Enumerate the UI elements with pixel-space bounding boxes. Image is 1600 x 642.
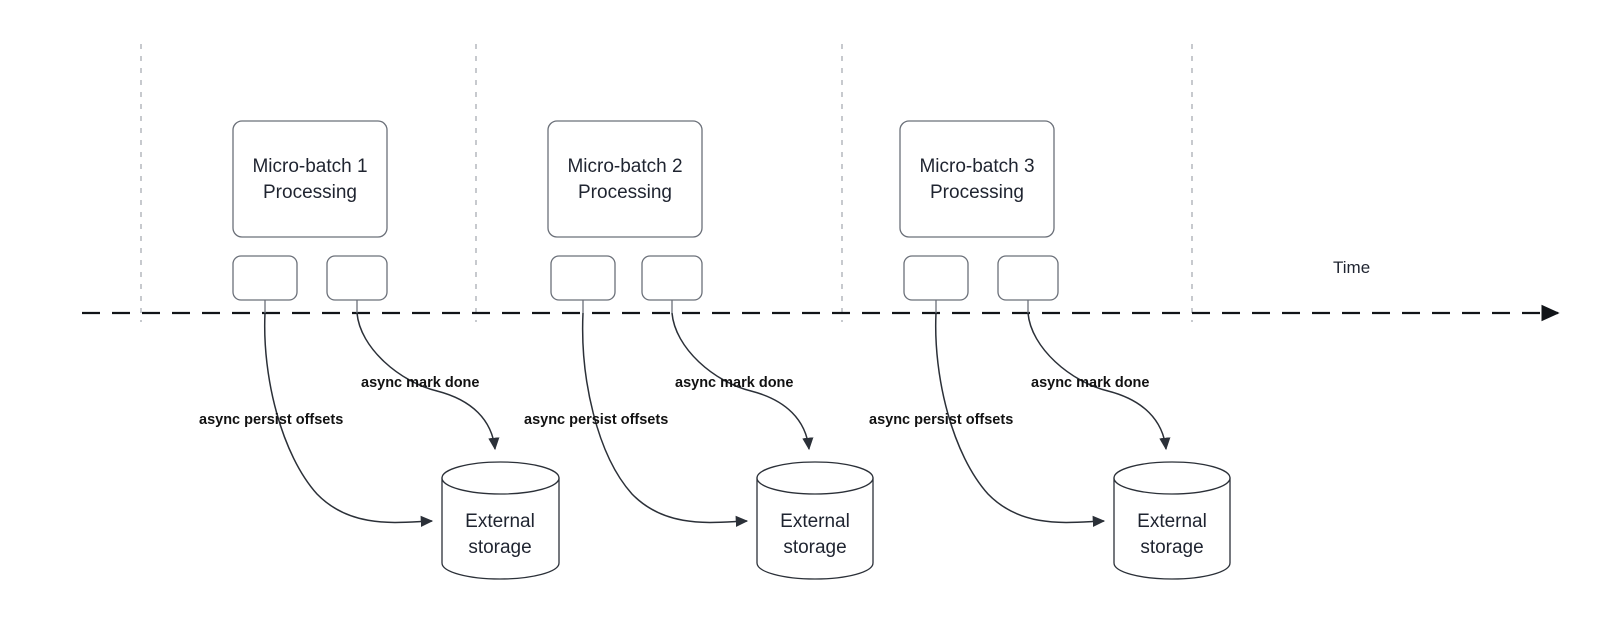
boundary-guides xyxy=(140,44,1193,322)
micro-batch-1-external-storage-cylinder[interactable] xyxy=(441,461,560,580)
micro-batch-3-label-line1: Micro-batch 3 xyxy=(919,156,1034,177)
micro-batch-3-mark-done-label: async mark done xyxy=(1031,375,1149,391)
micro-batch-2-storage-label-line2: storage xyxy=(783,537,846,558)
micro-batch-2-label-line2: Processing xyxy=(578,182,672,203)
micro-batch-2-mark-task-box[interactable] xyxy=(641,255,703,301)
micro-batch-3-mark-task-box[interactable] xyxy=(997,255,1059,301)
micro-batch-1-persist-offsets-label: async persist offsets xyxy=(199,412,343,428)
micro-batch-2-external-storage-cylinder[interactable] xyxy=(756,461,874,580)
micro-batch-1-mark-task-box[interactable] xyxy=(326,255,388,301)
micro-batch-group-1: Micro-batch 1 Processing async persist o… xyxy=(199,120,560,580)
micro-batch-1-persist-offsets-arrow xyxy=(263,312,434,527)
micro-batch-3-persist-task-box[interactable] xyxy=(903,255,969,301)
micro-batch-3-persist-offsets-label: async persist offsets xyxy=(869,412,1013,428)
micro-batch-group-2: Micro-batch 2 Processing async persist o… xyxy=(524,120,874,580)
time-axis-label: Time xyxy=(1333,258,1370,277)
micro-batch-3-storage-label-line2: storage xyxy=(1140,537,1203,558)
micro-batch-3-external-storage-cylinder[interactable] xyxy=(1113,461,1231,580)
time-axis: Time xyxy=(82,258,1560,322)
micro-batch-3-storage-label-line1: External xyxy=(1137,511,1207,532)
micro-batch-2-mark-done-arrow xyxy=(671,312,814,451)
micro-batch-3-mark-done-arrow xyxy=(1027,312,1171,451)
micro-batch-2-mark-done-label: async mark done xyxy=(675,375,793,391)
micro-batch-3-label-line2: Processing xyxy=(930,182,1024,203)
micro-batch-3-persist-offsets-arrow xyxy=(934,312,1106,527)
micro-batch-1-label-line1: Micro-batch 1 xyxy=(252,156,367,177)
micro-batch-1-mark-done-arrow xyxy=(356,312,500,451)
micro-batch-1-processing-box[interactable] xyxy=(232,120,388,238)
micro-batch-2-label-line1: Micro-batch 2 xyxy=(567,156,682,177)
micro-batch-2-storage-label-line1: External xyxy=(780,511,850,532)
micro-batch-1-storage-label-line2: storage xyxy=(468,537,531,558)
micro-batch-2-processing-box[interactable] xyxy=(547,120,703,238)
micro-batch-1-storage-label-line1: External xyxy=(465,511,535,532)
micro-batch-1-label-line2: Processing xyxy=(263,182,357,203)
micro-batch-3-processing-box[interactable] xyxy=(899,120,1055,238)
micro-batch-1-persist-task-box[interactable] xyxy=(232,255,298,301)
micro-batch-group-3: Micro-batch 3 Processing async persist o… xyxy=(869,120,1231,580)
micro-batch-1-mark-done-label: async mark done xyxy=(361,375,479,391)
micro-batch-2-persist-task-box[interactable] xyxy=(550,255,616,301)
micro-batch-2-persist-offsets-label: async persist offsets xyxy=(524,412,668,428)
micro-batch-2-persist-offsets-arrow xyxy=(581,312,749,527)
